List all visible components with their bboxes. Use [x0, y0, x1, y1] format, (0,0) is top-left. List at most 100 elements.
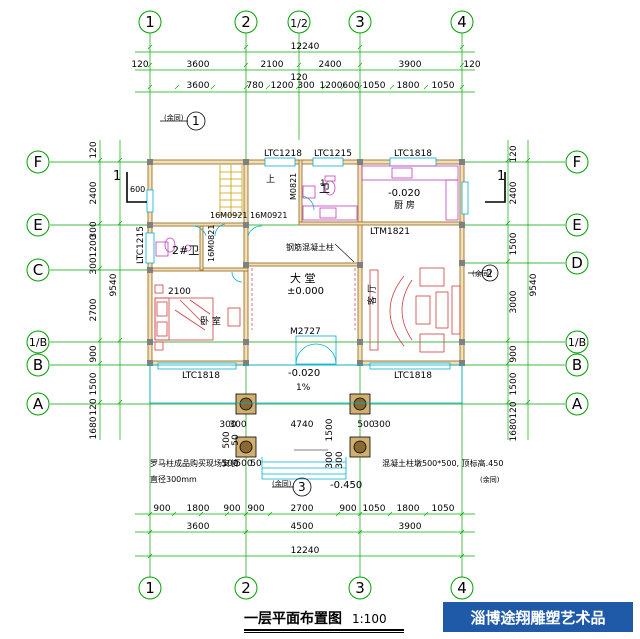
label-ltc1818-br: LTC1818: [394, 371, 432, 381]
dim-front-300e: 300: [335, 451, 345, 468]
dim-top-r1-0: 120: [131, 60, 148, 70]
dim-bot-r2-2: 3900: [399, 522, 422, 532]
doors: [191, 195, 337, 365]
dimension-text-left: 120 2400 300 1200 300 2700 900 1500 120 …: [89, 141, 119, 439]
watermark-banner: 淄博途翔雕塑艺术品: [443, 602, 633, 632]
label-600: 600: [130, 185, 145, 194]
dimension-text-right: 120 2400 1500 3000 900 1500 120 1680 954…: [509, 145, 539, 441]
label-ref-1: (余同): [164, 113, 184, 122]
dim-bot-r1-6: 1050: [363, 504, 386, 514]
title-underline-thin: [244, 632, 404, 633]
dim-right-7: 1680: [509, 418, 519, 441]
dim-bot-r1-4: 2700: [291, 504, 314, 514]
reference-circles: [160, 111, 499, 497]
section-marks: [126, 172, 506, 203]
axis-label-3-top: 3: [355, 13, 365, 31]
axis-labels: 1 2 1/2 3 4 1 2 3 4 F E C 1/B B A F E D …: [29, 13, 586, 597]
dim-top-r2-7: 1800: [397, 81, 420, 91]
label-ltc1818-bl: LTC1818: [182, 371, 220, 381]
label-ltc1215-top: LTC1215: [314, 149, 352, 159]
dim-top-r1-3: 2400: [319, 60, 342, 70]
axis-label-1B-right: 1/B: [568, 336, 586, 349]
dim-bot-r1-5: 900: [339, 504, 356, 514]
dim-left-2: 300: [89, 221, 99, 238]
dim-bot-total: 12240: [291, 546, 320, 556]
dim-top-r1-5: 120: [463, 60, 480, 70]
dim-left-7: 1500: [89, 372, 99, 395]
staircase: [219, 165, 243, 216]
dim-right-0: 120: [509, 145, 519, 162]
label-bedroom: 卧 室: [200, 315, 221, 327]
axis-label-E-right: E: [572, 216, 581, 234]
dim-bot-r1-2: 900: [223, 504, 240, 514]
dimension-text-top: 12240 120 3600 2100 2400 3900 120 3600 7…: [131, 42, 480, 91]
dim-front-50b: 50: [231, 434, 241, 446]
dim-front-500c: 500: [235, 459, 252, 469]
dim-front-50a: 50: [250, 459, 262, 469]
dim-top-r2-3: 300: [297, 81, 314, 91]
axis-label-F-left: F: [34, 153, 43, 171]
dimension-text-front: 4740 300 300 500 300 1500 300 300 500 50…: [219, 418, 390, 469]
dim-left-total: 9540: [109, 273, 119, 296]
label-porch-level: -0.020: [288, 368, 320, 379]
label-bed-width: 2100: [168, 287, 191, 297]
drawing-scale: 1:100: [352, 612, 387, 626]
dim-top-total: 12240: [291, 42, 320, 52]
label-living: 客 厅: [366, 284, 378, 305]
dim-left-5: 2700: [89, 298, 99, 321]
label-ref-4: (余同): [480, 475, 500, 484]
label-kitchen: 厨 房: [394, 199, 415, 211]
dim-front-500: 500: [357, 420, 374, 430]
axis-label-F-right: F: [573, 153, 582, 171]
label-ltc1215-left: LTC1215: [136, 226, 146, 264]
dim-left-1: 2400: [89, 181, 99, 204]
axis-label-half-top: 1/2: [290, 17, 308, 30]
watermark-text: 淄博途翔雕塑艺术品: [470, 608, 606, 627]
dim-right-2: 1500: [509, 232, 519, 255]
structural-columns: [147, 159, 465, 366]
kitchen-fixtures: [302, 165, 459, 221]
dim-top-r2-5: 600: [342, 81, 359, 91]
section-mark-right: 1: [497, 169, 505, 184]
leader-lines: [294, 243, 355, 451]
dim-top-r2-8: 1050: [432, 81, 455, 91]
dim-left-0: 120: [89, 141, 99, 158]
label-slope: 1%: [296, 383, 311, 393]
dim-bot-r1-0: 900: [153, 504, 170, 514]
dim-right-1: 2400: [509, 181, 519, 204]
dim-top-r1-4: 3900: [399, 60, 422, 70]
dim-front-300d: 300: [325, 451, 335, 468]
labels: LTC1218 LTC1215 LTC1818 LTC1215 LTM1821 …: [113, 113, 505, 494]
note-right-1: 混凝土柱墩500*500, 顶标高.450: [382, 458, 503, 468]
label-m0821: M0821: [289, 173, 298, 200]
dim-top-r2-4: 1200: [320, 81, 343, 91]
label-ltm1821: LTM1821: [370, 227, 410, 237]
axis-label-B-right: B: [572, 356, 582, 374]
dim-top-small: 120: [290, 73, 307, 83]
label-m0821-left: 16M0821: [207, 225, 216, 262]
dim-left-8: 120: [89, 398, 99, 415]
dim-bot-r1-1: 1800: [187, 504, 210, 514]
dim-left-4: 300: [89, 257, 99, 274]
axis-label-2-bottom: 2: [241, 579, 251, 597]
dim-top-r1-2: 2100: [261, 60, 284, 70]
axis-label-1B-left: 1/B: [29, 336, 47, 349]
dim-front-4740: 4740: [291, 420, 314, 430]
porch-steps: [149, 364, 463, 480]
dim-bot-r1-7: 1800: [397, 504, 420, 514]
axis-label-C-left: C: [33, 261, 43, 279]
dim-left-6: 900: [89, 345, 99, 362]
living-room-furniture: [369, 267, 461, 353]
label-wc-1: 卫: [319, 182, 330, 195]
axis-label-4-bottom: 4: [457, 579, 467, 597]
dim-right-total: 9540: [529, 273, 539, 296]
label-m0921-pair: 16M0921 16M0921: [210, 211, 287, 220]
label-m2727: M2727: [290, 327, 321, 337]
dim-bot-r1-8: 1050: [432, 504, 455, 514]
axis-label-B-left: B: [33, 356, 43, 374]
title-underline: [244, 629, 404, 631]
label-ltc1818-top: LTC1818: [394, 149, 432, 159]
ref-circle-3: 3: [298, 480, 306, 494]
note-left-2: 直径300mm: [150, 474, 197, 484]
ref-circle-2: 2: [486, 267, 493, 280]
